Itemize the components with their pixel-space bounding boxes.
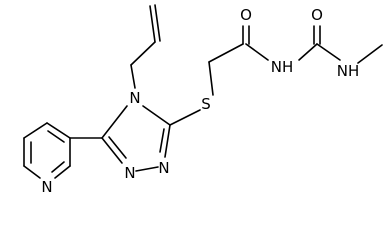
bond-cu-nh (316, 43, 341, 61)
bond-allyl-n-ch2 (130, 64, 136, 89)
atom-sulfur: S (201, 95, 211, 113)
bond-s-ch2 (208, 61, 214, 96)
bond-pyr-c4-c3 (46, 122, 71, 139)
bond-pyr-n-c6 (54, 165, 71, 179)
structure-drawing: O O NH NH S N N N N (23, 4, 383, 196)
bond-c5-n1-b (108, 136, 127, 159)
bond-allyl-double-b (154, 4, 161, 42)
bond-allyl-ch2-ch (130, 41, 156, 66)
atom-o-urea: O (311, 6, 323, 24)
bond-co-nh (245, 43, 269, 61)
atom-nh-imide: NH (271, 58, 294, 76)
bond-nh-ch3 (357, 44, 383, 64)
bond-nh-cu (298, 43, 318, 61)
atom-n-pyridine: N (41, 178, 52, 196)
bond-n2-c3-b (159, 128, 165, 153)
bond-pyr-c4-c3-inner (47, 130, 65, 143)
bond-c3-s (169, 109, 201, 126)
bond-pyr-c3-c2 (23, 122, 48, 139)
atom-n4-triazole: N (129, 89, 140, 107)
atom-n-triazole-left: N (124, 164, 135, 182)
bond-ch2-co (208, 43, 244, 63)
bond-pyr-n-c6-inner (51, 161, 65, 173)
molecule-diagram: O O NH NH S N N N N (23, 4, 383, 196)
atom-nh-methyl: NH (337, 62, 360, 80)
bond-n4-c5 (101, 105, 128, 139)
bond-c5-n1-a (101, 137, 123, 164)
atom-o-carbonyl: O (240, 6, 252, 24)
atom-n-triazole-right: N (158, 159, 169, 177)
bond-allyl-double-a (149, 5, 156, 43)
bond-n4-c3 (142, 105, 171, 126)
bond-pyr-c1-n (23, 165, 41, 179)
bond-n2-c3-a (164, 124, 171, 158)
bond-n1-n2 (135, 166, 159, 172)
